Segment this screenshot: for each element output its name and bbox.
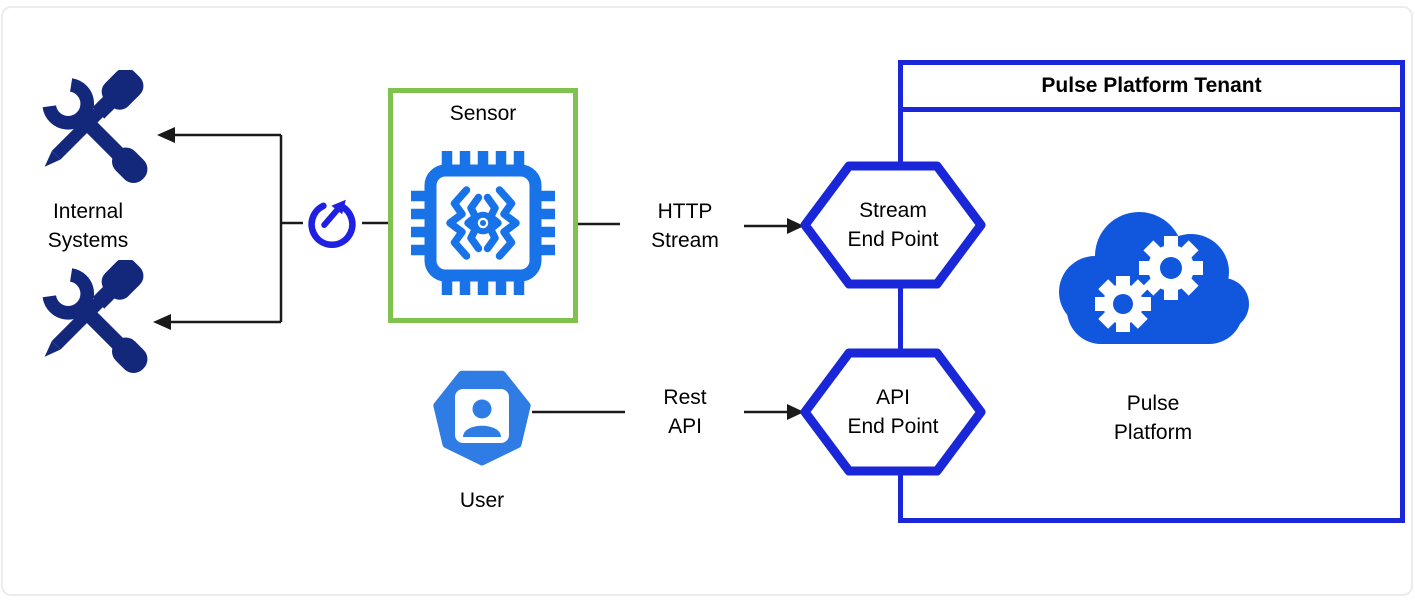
hexagon-shape xyxy=(800,161,986,289)
hexagon-shape xyxy=(800,348,986,476)
stream-endpoint-label: Stream End Point xyxy=(847,199,939,251)
api-endpoint-label: API End Point xyxy=(847,386,939,438)
pulse-platform-label: Pulse Platform xyxy=(1113,392,1193,444)
http-stream-label: HTTP Stream xyxy=(651,200,719,252)
user-icon xyxy=(433,370,531,466)
gear-icon xyxy=(1095,236,1203,332)
arrowhead-to-internal-bottom xyxy=(153,314,171,330)
api-endpoint-node: API End Point xyxy=(800,347,986,477)
internal-systems-label: Internal Systems xyxy=(47,200,129,252)
arrowhead-to-stream-endpoint xyxy=(787,218,804,234)
rest-api-label: Rest API xyxy=(663,386,707,438)
stream-endpoint-node: Stream End Point xyxy=(800,160,986,290)
arrowhead-to-internal-top xyxy=(157,127,175,143)
sync-icon xyxy=(308,199,356,249)
sensor-label: Sensor xyxy=(449,102,517,125)
user-label: User xyxy=(459,489,505,512)
tools-icon xyxy=(42,70,148,184)
tenant-title: Pulse Platform Tenant xyxy=(903,65,1400,112)
cloud-gears-icon xyxy=(1059,212,1249,344)
chip-icon xyxy=(411,151,555,295)
arrowhead-to-api-endpoint xyxy=(787,404,804,420)
tools-icon xyxy=(42,260,148,374)
